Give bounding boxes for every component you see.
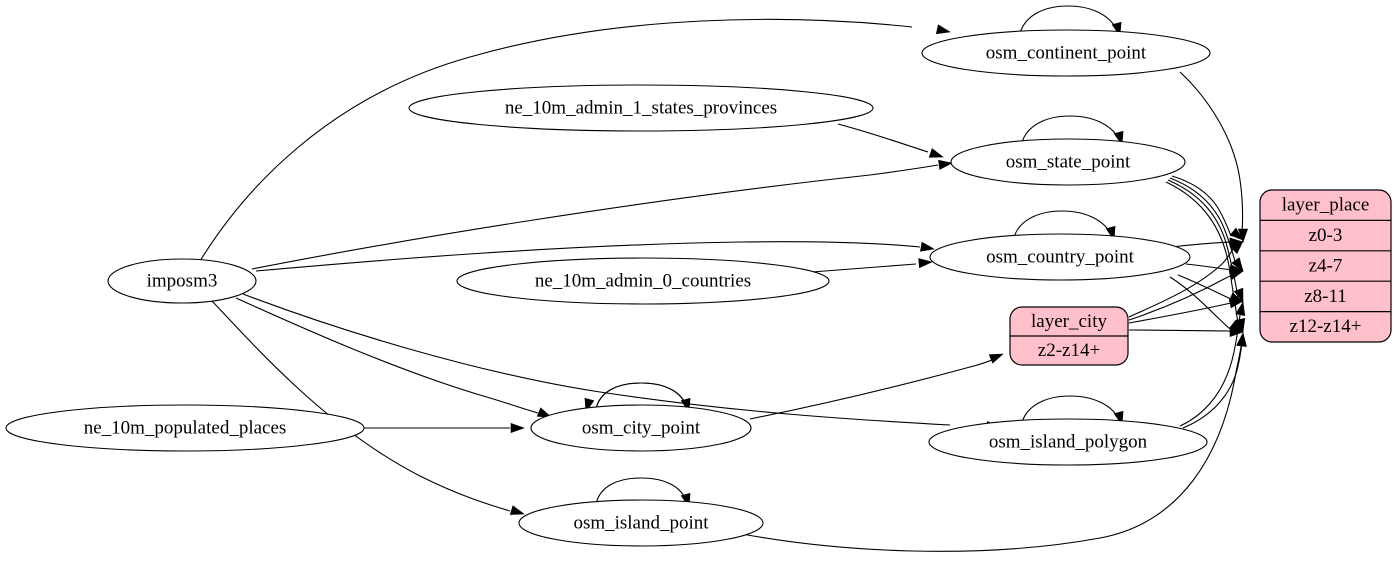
node-osm_island_point[interactable]: osm_island_point [518,499,764,547]
nodes-layer: imposm3 ne_10m_admin_1_states_provincesne… [5,29,1211,547]
node-shape-ne_10m_admin_1_states_provinces [408,84,874,132]
edge-layer_city-to-layer_place_z8_11 [1128,298,1244,324]
arrowhead-icon [920,241,935,252]
node-label-osm_city_point: osm_city_point [582,417,701,438]
record-row-layer_place-0[interactable]: z0-3 [1309,225,1343,246]
node-shape-osm_island_point [518,499,764,547]
edge-osm_city_point-to-layer_city [749,353,1004,420]
edge-layer_city-to-layer_place_z4_7 [1128,270,1244,321]
arrowhead-icon [1229,227,1244,241]
edge-ne_10m_populated_places-to-osm_city_point [364,422,525,434]
record-box-layer_place [1259,189,1392,343]
node-shape-imposm3 [107,258,257,304]
edge-ne_10m_admin_0_countries-to-osm_country_point [811,258,933,273]
record-row-layer_place-3[interactable]: z12-z14+ [1290,316,1362,337]
edge-imposm3-to-osm_state_point [251,159,953,270]
node-label-osm_island_point: osm_island_point [573,512,709,533]
record-row-layer_place-1[interactable]: z4-7 [1309,255,1343,276]
node-osm_continent_point[interactable]: osm_continent_point [921,29,1211,77]
node-label-ne_10m_admin_1_states_provinces: ne_10m_admin_1_states_provinces [505,97,777,118]
node-ne_10m_admin_1_states_provinces[interactable]: ne_10m_admin_1_states_provinces [408,84,874,132]
arrowhead-icon [510,422,525,434]
arrowhead-icon [1235,301,1246,317]
edge-imposm3-to-osm_continent_point [199,18,951,262]
arrowhead-icon [1237,228,1249,243]
record-nodes-layer: layer_city z2-z14+ layer_place z0-3 z4-7 z8-1… [1009,189,1392,366]
edge-osm_country_point-to-layer_place_z12_z14 [1169,276,1244,333]
arrowhead-icon [935,24,951,35]
node-shape-osm_state_point [950,138,1186,186]
edge-osm_state_point-to-layer_place_z4_7 [1169,177,1244,272]
record-node-layer_city[interactable]: layer_city z2-z14+ [1009,306,1129,366]
arrowhead-icon [1231,257,1244,272]
edges-layer [199,18,1249,552]
node-label-ne_10m_populated_places: ne_10m_populated_places [84,417,287,438]
edge-osm_continent_point-to-layer_place_z0_3 [1179,71,1249,243]
edge-layer_city-to-layer_place_z0_3 [1128,240,1244,318]
edge-layer_city-to-layer_place_z12_z14 [1128,326,1244,338]
node-label-ne_10m_admin_0_countries: ne_10m_admin_0_countries [535,270,751,291]
node-shape-osm_country_point [929,233,1191,281]
edge-imposm3-to-osm_island_point [211,300,525,515]
node-shape-ne_10m_admin_0_countries [456,257,830,305]
node-shape-osm_continent_point [921,29,1211,77]
arrowhead-icon [988,353,1004,364]
arrowhead-icon [1233,287,1244,303]
arrowhead-icon [938,159,953,170]
node-imposm3[interactable]: imposm3 [107,258,257,304]
edge-imposm3-to-osm_country_point [255,241,935,272]
node-label-osm_island_polygon: osm_island_polygon [989,431,1148,452]
node-shape-osm_island_polygon [928,418,1208,466]
edge-osm_state_point-to-layer_place_z0_3 [1171,175,1244,241]
edge-imposm3-to-osm_city_point [235,297,552,418]
record-title-layer_place: layer_place [1282,195,1370,216]
node-label-imposm3: imposm3 [147,270,218,291]
node-osm_island_polygon[interactable]: osm_island_polygon [928,418,1208,466]
node-shape-ne_10m_populated_places [5,404,365,452]
arrowhead-icon [509,505,525,515]
arrowhead-icon [1228,270,1244,280]
record-node-layer_place[interactable]: layer_place z0-3 z4-7 z8-11 z12-z14+ [1259,189,1392,343]
node-osm_country_point[interactable]: osm_country_point [929,233,1191,281]
node-shape-osm_city_point [530,404,752,452]
arrowhead-icon [918,258,933,269]
node-label-osm_continent_point: osm_continent_point [986,42,1147,63]
node-osm_city_point[interactable]: osm_city_point [530,404,752,452]
node-ne_10m_populated_places[interactable]: ne_10m_populated_places [5,404,365,452]
node-osm_state_point[interactable]: osm_state_point [950,138,1186,186]
arrowhead-icon [1230,240,1244,254]
edge-ne_10m_admin_1_states_provinces-to-osm_state_point [837,123,944,158]
edge-osm_country_point-to-layer_place_z0_3 [1171,237,1244,248]
node-label-osm_state_point: osm_state_point [1006,151,1131,172]
arrowhead-icon [1229,326,1244,338]
edge-osm_island_polygon-to-layer_place_z12_z14 [1182,332,1247,429]
record-row-layer_city-0[interactable]: z2-z14+ [1038,340,1100,361]
node-ne_10m_admin_0_countries[interactable]: ne_10m_admin_0_countries [456,257,830,305]
node-label-osm_country_point: osm_country_point [986,246,1134,267]
arrowhead-icon [1236,332,1247,347]
arrowhead-icon [1229,298,1244,309]
edge-osm_island_polygon-to-layer_place_z8_11 [1179,301,1246,427]
record-title-layer_city: layer_city [1031,311,1107,332]
record-row-layer_place-2[interactable]: z8-11 [1304,286,1347,307]
edge-osm_island_point-to-layer_place_z12_z14 [741,332,1247,552]
arrowhead-icon [928,148,944,158]
edge-osm_state_point-to-layer_place_z8_11 [1167,179,1244,303]
